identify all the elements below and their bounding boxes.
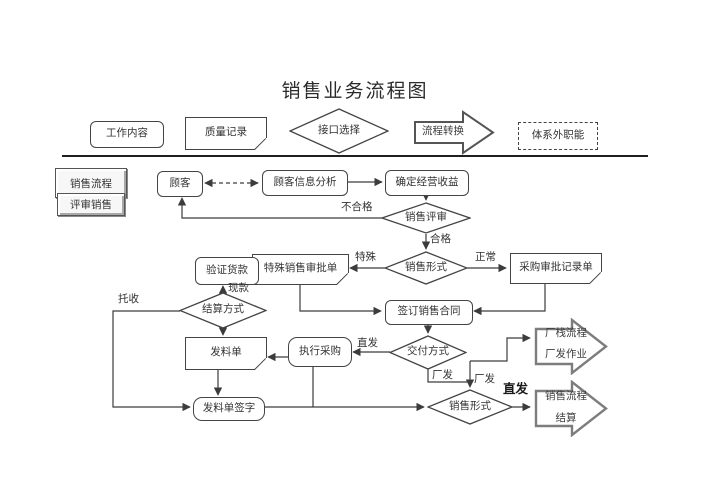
diamond-shape-icon [427, 389, 513, 425]
node-special-sales-approval-label: 特殊销售审批单 [263, 263, 338, 275]
sidebar-box-sales-process-label: 销售流程 [70, 178, 112, 190]
node-material-form: 发料单 [185, 337, 267, 370]
node-purchase-approval-record-label: 采购审批记录单 [519, 262, 593, 274]
edge-label-special: 特殊 [355, 252, 376, 263]
node-execute-purchase: 执行采购 [288, 337, 352, 367]
document-fold-icon [337, 273, 349, 285]
legend-interface-select: 接口选择 [289, 108, 389, 154]
node-customer-info-analysis-label: 顾客信息分析 [273, 176, 337, 188]
edge-label-factory-1: 厂发 [432, 370, 453, 381]
node-sales-form-mid: 销售形式 [384, 251, 468, 285]
big-arrow-factory-process-line1: 厂栈流程 [545, 328, 587, 339]
node-customer-label: 顾客 [169, 177, 191, 189]
legend-separator-line [62, 155, 648, 157]
edge-label-factory-2: 厂发 [474, 374, 495, 385]
node-material-form-label: 发料单 [210, 347, 242, 359]
node-material-form-sign: 发料单签字 [193, 397, 265, 421]
edge-label-collection: 托收 [118, 294, 139, 305]
big-arrow-sales-settlement-line1: 销售流程 [545, 391, 587, 402]
node-customer-info-analysis: 顾客信息分析 [262, 170, 348, 196]
diamond-shape-icon [179, 292, 267, 329]
sidebar-box-review-sales-label: 评审销售 [70, 200, 112, 211]
legend-external-function-label: 体系外职能 [531, 129, 585, 141]
node-sign-contract-label: 签订销售合同 [397, 306, 461, 318]
node-purchase-approval-record: 采购审批记录单 [510, 253, 602, 284]
node-sales-review-label: 销售评审 [405, 211, 447, 223]
node-execute-purchase-label: 执行采购 [299, 345, 341, 357]
legend-process-transfer-label: 流程转换 [422, 126, 464, 137]
node-special-sales-approval: 特殊销售审批单 [252, 254, 349, 285]
big-arrow-sales-settlement: 销售流程 结算 [534, 380, 608, 437]
big-arrow-sales-settlement-line2: 结算 [555, 413, 577, 424]
legend-work-content: 工作内容 [90, 121, 164, 148]
edge-label-direct-bottom: 直发 [503, 382, 529, 396]
block-arrow-icon [414, 110, 495, 155]
node-sales-form-bottom-label: 销售形式 [449, 400, 491, 412]
big-arrow-factory-process: 厂栈流程 厂发作业 [534, 318, 608, 375]
document-fold-icon [590, 272, 602, 284]
edge-label-normal: 正常 [475, 252, 496, 263]
legend-quality-record-label: 质量记录 [205, 127, 247, 139]
document-fold-icon [255, 358, 267, 370]
node-verify-payment-label: 验证货款 [206, 264, 248, 276]
legend-quality-record: 质量记录 [185, 117, 267, 150]
document-fold-icon [255, 138, 267, 150]
page-title: 销售业务流程图 [281, 81, 429, 102]
node-material-form-sign-label: 发料单签字 [202, 402, 256, 414]
edge-label-direct-mid: 直发 [357, 338, 378, 349]
node-delivery-method-label: 交付方式 [407, 346, 449, 358]
diamond-shape-icon [289, 108, 389, 154]
node-delivery-method: 交付方式 [389, 335, 467, 370]
node-sales-form-bottom: 销售形式 [427, 389, 513, 425]
big-arrow-factory-process-line2: 厂发作业 [545, 349, 587, 360]
legend-interface-select-label: 接口选择 [318, 124, 360, 136]
node-sales-form-mid-label: 销售形式 [405, 261, 447, 273]
sidebar-box-review-sales: 评审销售 [57, 193, 125, 216]
node-sign-contract: 签订销售合同 [385, 300, 473, 325]
node-determine-revenue-label: 确定经营收益 [395, 176, 459, 188]
diamond-shape-icon [381, 202, 471, 234]
block-arrow-icon [534, 318, 608, 375]
diamond-shape-icon [389, 335, 467, 370]
node-settlement-method-label: 结算方式 [202, 304, 244, 316]
node-settlement-method: 结算方式 [179, 292, 267, 329]
node-determine-revenue: 确定经营收益 [385, 170, 469, 196]
node-verify-payment: 验证货款 [195, 257, 259, 285]
edge-label-unqualified: 不合格 [341, 202, 373, 213]
edge-label-qualified: 合格 [430, 234, 451, 245]
legend-process-transfer: 流程转换 [413, 109, 495, 156]
block-arrow-icon [534, 380, 608, 437]
node-sales-review: 销售评审 [381, 202, 471, 234]
node-customer: 顾客 [157, 171, 203, 197]
edge-label-cash: 现款 [228, 283, 249, 294]
diamond-shape-icon [384, 251, 468, 285]
legend-external-function: 体系外职能 [518, 122, 598, 150]
legend-work-content-label: 工作内容 [106, 128, 148, 140]
